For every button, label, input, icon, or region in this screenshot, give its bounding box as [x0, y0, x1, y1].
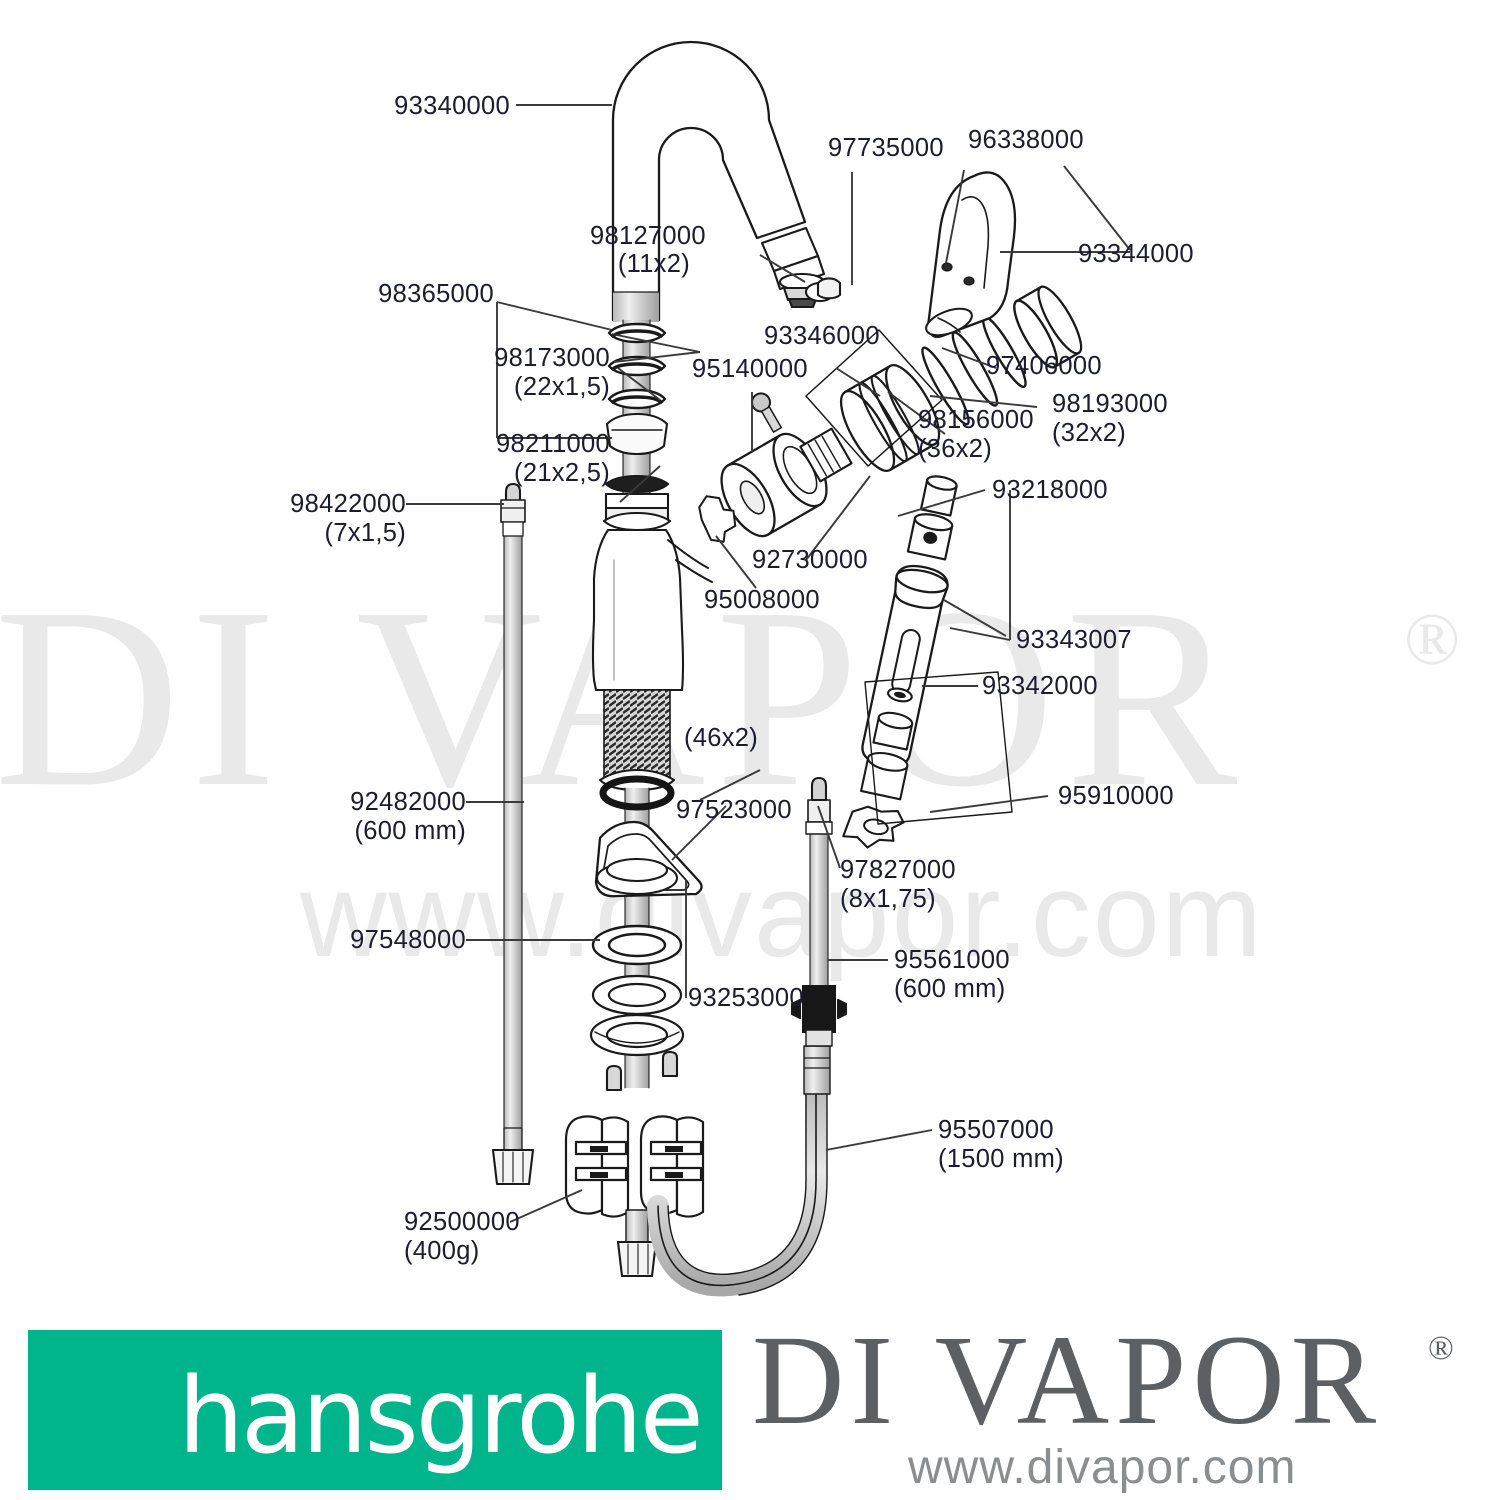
- part-label-95561000: 95561000: [894, 946, 1010, 974]
- part-size-98211000: (21x2,5): [514, 459, 610, 487]
- hansgrohe-wordmark: hansgrohe: [178, 1355, 704, 1477]
- divapor-wordmark: DI VAPOR: [752, 1309, 1383, 1451]
- part-size-46x2: (46x2): [684, 724, 759, 752]
- part-label-93343007: 93343007: [1016, 626, 1132, 654]
- part-label-98193000: 98193000: [1052, 390, 1168, 418]
- part-label-93342000: 93342000: [982, 672, 1098, 700]
- part-label-98127000: 98127000: [590, 222, 706, 250]
- part-label-92482000: 92482000: [350, 788, 466, 816]
- part-label-97548000: 97548000: [350, 926, 466, 954]
- part-label-93346000: 93346000: [764, 322, 880, 350]
- part-label-92500000: 92500000: [404, 1208, 520, 1236]
- part-label-93340000: 93340000: [394, 92, 510, 120]
- part-label-95008000: 95008000: [704, 586, 820, 614]
- part-label-97406000: 97406000: [986, 352, 1102, 380]
- part-size-98127000: (11x2): [617, 250, 690, 278]
- part-label-93344000: 93344000: [1078, 240, 1194, 268]
- part-label-93253000: 93253000: [688, 984, 804, 1012]
- watermark-url: www.divapor.com: [300, 848, 1264, 982]
- part-size-95561000: (600 mm): [894, 975, 1006, 1003]
- divapor-url[interactable]: www.divapor.com: [908, 1441, 1297, 1494]
- part-size-92482000: (600 mm): [354, 817, 466, 845]
- part-size-98156000: (36x2): [918, 435, 993, 463]
- part-label-98365000: 98365000: [378, 280, 494, 308]
- part-size-97827000: (8x1,75): [840, 885, 936, 913]
- part-size-98422000: (7x1,5): [324, 519, 406, 547]
- footer-branding-bar: hansgrohe DI VAPOR ® www.divapor.com: [0, 1316, 1500, 1500]
- part-label-95140000: 95140000: [692, 355, 808, 383]
- part-label-97827000: 97827000: [840, 856, 956, 884]
- watermark-registered-icon: ®: [1404, 599, 1461, 681]
- part-size-98173000: (22x1,5): [514, 373, 610, 401]
- part-label-93218000: 93218000: [992, 476, 1108, 504]
- part-label-97523000: 97523000: [676, 796, 792, 824]
- part-label-95910000: 95910000: [1058, 782, 1174, 810]
- part-label-98156000: 98156000: [918, 406, 1034, 434]
- hansgrohe-logo-box: hansgrohe: [28, 1330, 722, 1490]
- part-size-92500000: (400g): [404, 1237, 480, 1265]
- part-label-98173000: 98173000: [494, 344, 610, 372]
- part-label-92730000: 92730000: [752, 546, 868, 574]
- part-label-97735000: 97735000: [828, 134, 944, 162]
- part-label-98422000: 98422000: [290, 490, 406, 518]
- part-size-98193000: (32x2): [1052, 419, 1127, 447]
- part-label-95507000: 95507000: [938, 1116, 1054, 1144]
- part-label-98211000: 98211000: [496, 430, 610, 458]
- part-label-96338000: 96338000: [968, 126, 1084, 154]
- part-size-95507000: (1500 mm): [938, 1145, 1064, 1173]
- registered-trademark-icon: ®: [1428, 1330, 1454, 1367]
